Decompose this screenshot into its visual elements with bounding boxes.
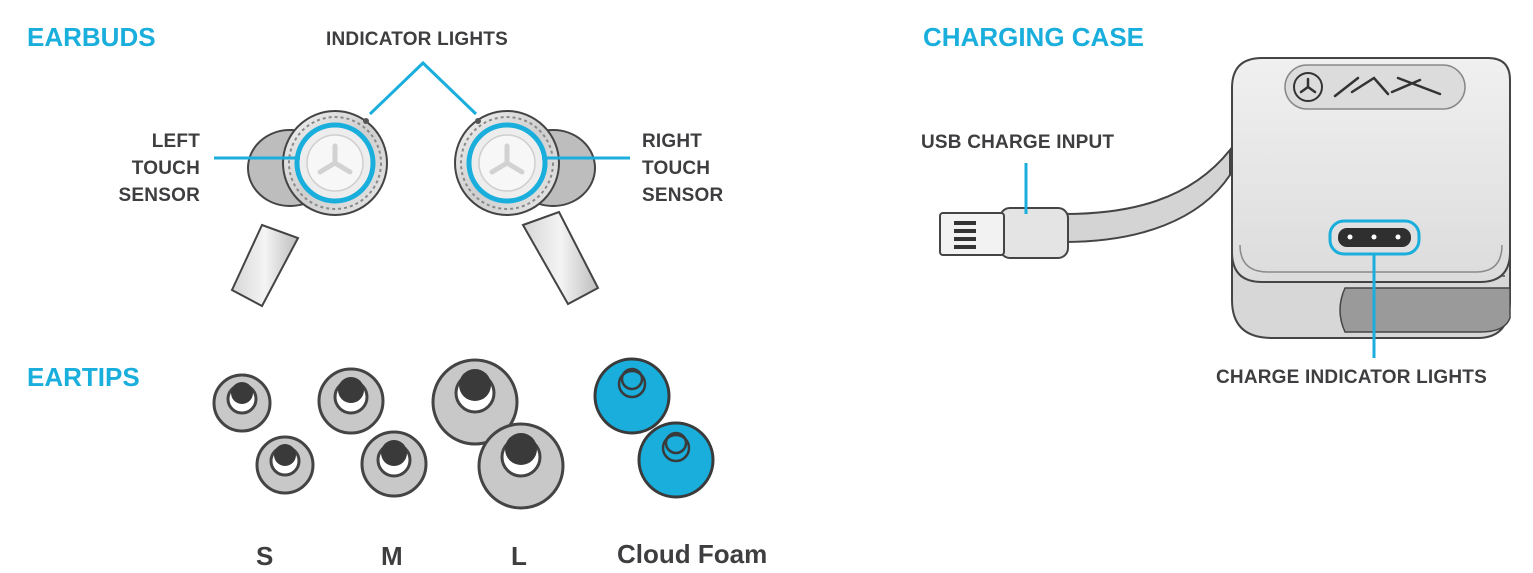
indicator-lights-label: INDICATOR LIGHTS <box>326 29 508 50</box>
indicator-lights-pointer <box>368 60 478 116</box>
usb-pins <box>954 221 976 249</box>
right-sensor-line-2: TOUCH <box>642 158 711 179</box>
eartip-size-cloud-foam: Cloud Foam <box>617 539 768 569</box>
charging-case <box>939 57 1511 339</box>
jlab-wordmark-icon <box>1333 76 1442 98</box>
earbuds-section-title: EARBUDS <box>27 22 156 52</box>
jlab-logo-icon <box>1293 72 1323 102</box>
eartip-size-medium: M <box>381 541 403 571</box>
left-earbud <box>230 110 388 308</box>
charge-indicator-leds <box>1347 234 1401 240</box>
left-sensor-line-1: LEFT <box>151 131 200 152</box>
right-earbud-stem <box>521 210 600 306</box>
right-touch-sensor-label: RIGHT TOUCH SENSOR <box>642 128 723 209</box>
charging-case-section-title: CHARGING CASE <box>923 22 1145 52</box>
eartip-cloud-foam-2 <box>637 421 715 499</box>
earbud-callout-lines <box>214 60 630 160</box>
eartips-section-title: EARTIPS <box>27 362 140 392</box>
jlab-logo-icon <box>317 143 353 175</box>
right-earbud <box>454 110 600 306</box>
eartips-group <box>212 357 715 510</box>
eartip-small-2 <box>255 435 315 495</box>
case-callout-lines <box>1024 163 1376 358</box>
right-sensor-line-3: SENSOR <box>642 185 724 206</box>
eartip-medium-2 <box>360 430 428 498</box>
jlab-logo-icon <box>489 143 525 175</box>
right-sensor-line-1: RIGHT <box>642 131 703 152</box>
eartip-large-2 <box>477 422 565 510</box>
right-indicator-light <box>475 118 481 124</box>
eartip-size-small: S <box>256 541 274 571</box>
eartip-size-large: L <box>511 541 527 571</box>
charge-indicator-lights-label: CHARGE INDICATOR LIGHTS <box>1216 367 1487 388</box>
eartip-large-1 <box>431 358 519 446</box>
left-indicator-light <box>363 118 369 124</box>
eartip-cloud-foam-1 <box>593 357 671 435</box>
left-touch-sensor-label: LEFT TOUCH SENSOR <box>119 128 200 209</box>
eartip-medium-1 <box>317 367 385 435</box>
case-lid <box>1231 57 1511 283</box>
usb-cable <box>1063 147 1231 244</box>
left-sensor-line-3: SENSOR <box>118 185 200 206</box>
eartip-small-1 <box>212 373 272 433</box>
left-earbud-stem <box>230 223 300 308</box>
usb-plug-housing <box>999 207 1069 259</box>
usb-charge-input-label: USB CHARGE INPUT <box>921 132 1115 153</box>
left-sensor-line-2: TOUCH <box>131 158 200 179</box>
